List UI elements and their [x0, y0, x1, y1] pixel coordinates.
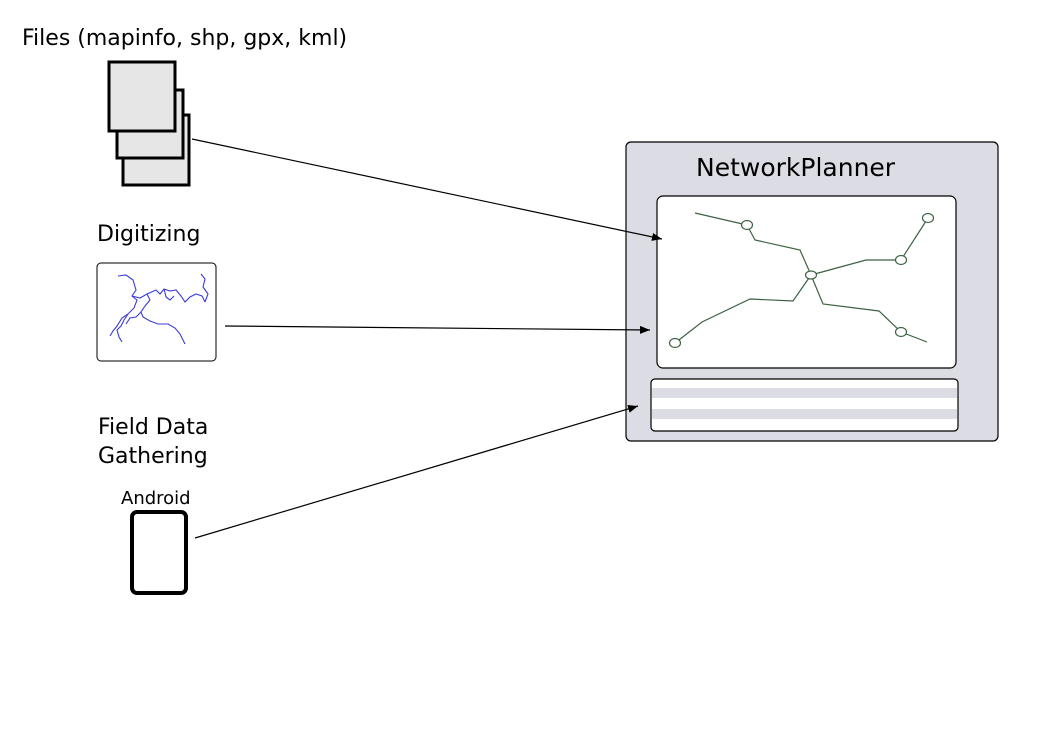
data-flow-arrows	[191, 138, 663, 539]
stacked-documents-icon	[107, 60, 191, 187]
android-label: Android	[121, 488, 191, 509]
field-data-label-line1: Field Data	[98, 415, 208, 440]
network-node	[894, 254, 908, 266]
digitizing-to-map-arrow	[224, 325, 651, 334]
table-row	[652, 388, 957, 398]
files-label: Files (mapinfo, shp, gpx, kml)	[22, 26, 347, 51]
android-phone-icon	[130, 510, 188, 595]
network-node	[740, 219, 754, 231]
digitizing-label: Digitizing	[97, 222, 200, 247]
files-to-map-arrow	[191, 138, 663, 241]
network-planner-window: NetworkPlanner	[625, 141, 999, 442]
android-to-table-arrow	[194, 405, 639, 539]
network-node	[804, 270, 818, 280]
network-node	[894, 326, 908, 338]
network-planner-title: NetworkPlanner	[696, 153, 896, 182]
digitized-map-icon	[96, 262, 217, 362]
field-data-label-line2: Gathering	[98, 444, 208, 469]
table-row	[652, 409, 957, 419]
network-data-table	[650, 378, 959, 432]
network-node	[668, 337, 682, 349]
network-node	[921, 212, 935, 224]
network-graph	[668, 212, 935, 349]
